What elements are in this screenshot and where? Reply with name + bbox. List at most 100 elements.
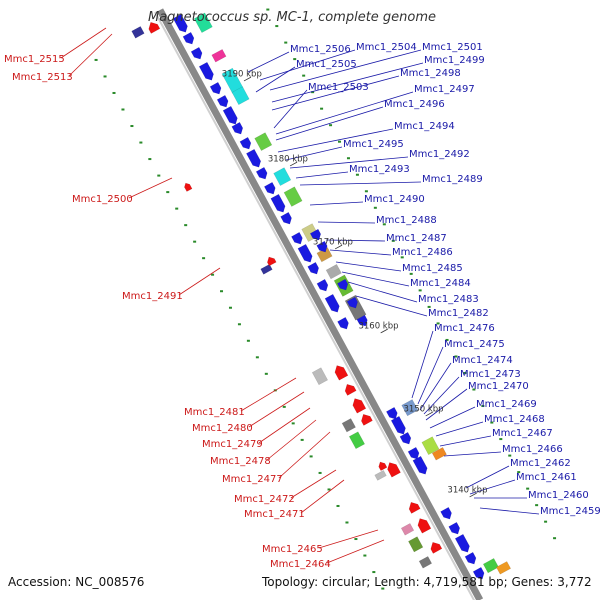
- reverse-gene-label[interactable]: Mmc1_2478: [210, 456, 271, 467]
- forward-gene-arrow[interactable]: [337, 316, 351, 331]
- forward-gene-arrow[interactable]: [454, 533, 471, 554]
- forward-gene-label[interactable]: Mmc1_2474: [452, 355, 513, 366]
- forward-gene-label[interactable]: Mmc1_2501: [422, 42, 483, 53]
- functional-category-block[interactable]: [418, 556, 433, 569]
- forward-gene-arrow[interactable]: [190, 46, 204, 61]
- forward-gene-arrow[interactable]: [239, 136, 253, 151]
- functional-category-block[interactable]: [421, 436, 440, 456]
- functional-category-block[interactable]: [325, 264, 342, 280]
- forward-gene-label[interactable]: Mmc1_2506: [290, 44, 351, 55]
- forward-gene-arrow[interactable]: [412, 455, 429, 476]
- forward-gene-label[interactable]: Mmc1_2482: [428, 308, 489, 319]
- forward-gene-label[interactable]: Mmc1_2469: [476, 399, 537, 410]
- forward-gene-label[interactable]: Mmc1_2498: [400, 68, 461, 79]
- reverse-gene-arrow[interactable]: [265, 255, 277, 267]
- reverse-gene-label[interactable]: Mmc1_2471: [244, 509, 305, 520]
- reverse-gene-arrow[interactable]: [183, 182, 193, 192]
- forward-gene-label[interactable]: Mmc1_2462: [510, 458, 571, 469]
- forward-gene-arrow[interactable]: [246, 148, 262, 169]
- forward-gene-arrow[interactable]: [280, 211, 294, 226]
- forward-gene-label[interactable]: Mmc1_2467: [492, 428, 553, 439]
- reverse-gene-label[interactable]: Mmc1_2465: [262, 544, 323, 555]
- forward-gene-arrow[interactable]: [182, 31, 196, 46]
- reverse-gene-arrow[interactable]: [415, 516, 432, 534]
- reverse-gene-label[interactable]: Mmc1_2472: [234, 494, 295, 505]
- forward-gene-label[interactable]: Mmc1_2492: [409, 149, 470, 160]
- forward-gene-label[interactable]: Mmc1_2468: [484, 414, 545, 425]
- forward-gene-label[interactable]: Mmc1_2504: [356, 42, 417, 53]
- functional-category-block[interactable]: [341, 418, 356, 433]
- forward-gene-arrow[interactable]: [407, 446, 421, 461]
- functional-category-block[interactable]: [431, 447, 447, 461]
- functional-category-block[interactable]: [311, 367, 329, 386]
- forward-gene-arrow[interactable]: [172, 13, 189, 34]
- forward-gene-label[interactable]: Mmc1_2496: [384, 99, 445, 110]
- forward-gene-label[interactable]: Mmc1_2476: [434, 323, 495, 334]
- reverse-gene-arrow[interactable]: [428, 540, 443, 554]
- forward-gene-arrow[interactable]: [346, 296, 360, 310]
- functional-category-block[interactable]: [401, 399, 419, 417]
- reverse-gene-arrow[interactable]: [146, 20, 161, 34]
- functional-category-block[interactable]: [348, 431, 366, 450]
- forward-gene-arrow[interactable]: [356, 314, 370, 328]
- forward-gene-arrow[interactable]: [222, 105, 239, 126]
- reverse-gene-label[interactable]: Mmc1_2477: [222, 474, 283, 485]
- functional-category-block[interactable]: [231, 86, 250, 106]
- forward-gene-arrow[interactable]: [440, 506, 454, 521]
- forward-gene-arrow[interactable]: [263, 181, 277, 196]
- forward-gene-arrow[interactable]: [448, 521, 462, 536]
- forward-gene-label[interactable]: Mmc1_2499: [424, 55, 485, 66]
- forward-gene-arrow[interactable]: [472, 566, 486, 581]
- forward-gene-label[interactable]: Mmc1_2488: [376, 215, 437, 226]
- functional-category-block[interactable]: [193, 12, 213, 33]
- forward-gene-arrow[interactable]: [297, 243, 314, 264]
- functional-category-block[interactable]: [400, 523, 415, 536]
- reverse-gene-label[interactable]: Mmc1_2464: [270, 559, 331, 570]
- reverse-gene-label[interactable]: Mmc1_2500: [72, 194, 133, 205]
- forward-gene-arrow[interactable]: [324, 293, 341, 314]
- forward-gene-arrow[interactable]: [209, 81, 223, 96]
- forward-gene-arrow[interactable]: [386, 406, 399, 421]
- forward-gene-label[interactable]: Mmc1_2459: [540, 506, 600, 517]
- forward-gene-arrow[interactable]: [316, 278, 330, 293]
- reverse-gene-label[interactable]: Mmc1_2513: [12, 72, 73, 83]
- forward-gene-label[interactable]: Mmc1_2489: [422, 174, 483, 185]
- forward-gene-arrow[interactable]: [399, 431, 413, 446]
- forward-gene-arrow[interactable]: [307, 261, 321, 276]
- reverse-gene-label[interactable]: Mmc1_2491: [122, 291, 183, 302]
- forward-gene-arrow[interactable]: [336, 278, 350, 292]
- forward-gene-label[interactable]: Mmc1_2495: [343, 139, 404, 150]
- reverse-gene-label[interactable]: Mmc1_2515: [4, 54, 65, 65]
- reverse-gene-arrow[interactable]: [350, 396, 367, 414]
- forward-gene-label[interactable]: Mmc1_2486: [392, 247, 453, 258]
- forward-gene-arrow[interactable]: [216, 94, 230, 109]
- functional-category-block[interactable]: [482, 558, 499, 574]
- reverse-gene-arrow[interactable]: [377, 460, 388, 472]
- reverse-gene-arrow[interactable]: [343, 382, 357, 396]
- functional-category-block[interactable]: [316, 247, 333, 263]
- functional-category-block[interactable]: [131, 26, 145, 39]
- reverse-gene-label[interactable]: Mmc1_2481: [184, 407, 245, 418]
- forward-gene-label[interactable]: Mmc1_2473: [460, 369, 521, 380]
- forward-gene-label[interactable]: Mmc1_2505: [296, 59, 357, 70]
- forward-gene-label[interactable]: Mmc1_2461: [516, 472, 577, 483]
- reverse-gene-arrow[interactable]: [385, 460, 401, 478]
- forward-gene-label[interactable]: Mmc1_2487: [386, 233, 447, 244]
- functional-category-block[interactable]: [495, 561, 512, 575]
- functional-category-block[interactable]: [374, 469, 387, 481]
- forward-gene-label[interactable]: Mmc1_2485: [402, 263, 463, 274]
- forward-gene-arrow[interactable]: [309, 228, 323, 242]
- functional-category-block[interactable]: [260, 263, 273, 275]
- forward-gene-arrow[interactable]: [390, 415, 407, 436]
- forward-gene-arrow[interactable]: [291, 231, 304, 246]
- forward-gene-arrow[interactable]: [231, 121, 245, 136]
- forward-gene-arrow[interactable]: [198, 61, 215, 82]
- forward-gene-label[interactable]: Mmc1_2470: [468, 381, 529, 392]
- forward-gene-label[interactable]: Mmc1_2497: [414, 84, 475, 95]
- forward-gene-arrow[interactable]: [255, 166, 269, 181]
- functional-category-block[interactable]: [211, 48, 227, 63]
- forward-gene-arrow[interactable]: [316, 240, 330, 254]
- forward-gene-label[interactable]: Mmc1_2475: [444, 339, 505, 350]
- reverse-gene-label[interactable]: Mmc1_2480: [192, 423, 253, 434]
- forward-gene-label[interactable]: Mmc1_2466: [502, 444, 563, 455]
